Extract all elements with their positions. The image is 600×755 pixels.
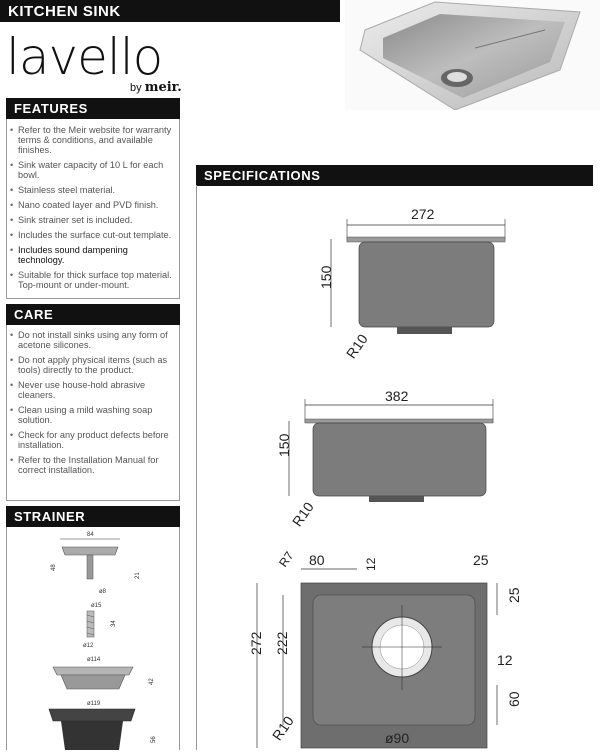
view3-d25b: 25 [506,587,522,603]
dim-42: 42 [149,678,155,685]
brand-by: by [130,82,142,94]
page-header: KITCHEN SINK [0,0,340,22]
dim-o12: ø12 [83,643,94,649]
care-title: CARE [6,304,180,325]
strainer-drawing: 84 48 21 ø8 ø15 34 ø12 ø114 42 ø119 56 [48,532,157,750]
dim-34: 34 [111,620,117,627]
features-list: Refer to the Meir website for warranty t… [7,119,179,290]
view2-height: 150 [276,433,292,457]
dim-o114: ø114 [87,657,101,663]
list-item: Sink water capacity of 10 L for each bow… [9,160,175,180]
dim-o15: ø15 [91,603,102,609]
view1-radius: R10 [343,331,371,361]
view3-d222: 222 [274,631,290,655]
list-item: Check for any product defects before ins… [9,430,175,450]
product-photo [345,0,600,110]
list-item: Stainless steel material. [9,185,175,195]
view3-corner: R7 [276,549,296,570]
view1-height: 150 [318,265,334,289]
dim-o8: ø8 [99,589,107,595]
strainer-title: STRAINER [6,506,180,527]
view3-d25a: 25 [473,552,489,568]
care-list: Do not install sinks using any form of a… [7,325,179,475]
brand-byline: by meir. [130,80,182,95]
list-item: Includes sound dampening technology. [9,245,175,265]
specifications-box: 272 150 R10 382 150 R10 [196,185,600,750]
list-item: Refer to the Installation Manual for cor… [9,455,175,475]
list-item: Do not install sinks using any form of a… [9,330,175,350]
list-item: Never use house-hold abrasive cleaners. [9,380,175,400]
view1-width: 272 [411,206,435,222]
list-item: Sink strainer set is included. [9,215,175,225]
dim-o119: ø119 [87,701,101,707]
care-box: Do not install sinks using any form of a… [6,325,180,501]
view3-radius: R10 [269,713,297,743]
list-item: Refer to the Meir website for warranty t… [9,125,175,155]
dim-48: 48 [51,564,57,571]
view2-width: 382 [385,388,409,404]
view3-d60: 60 [506,691,522,707]
brand-logo: lavello [6,28,163,86]
list-item: Do not apply physical items (such as too… [9,355,175,375]
view3-d12b: 12 [497,652,513,668]
header-title: KITCHEN SINK [8,3,121,20]
dim-21: 21 [135,572,141,579]
view3-d12a: 12 [364,557,378,571]
features-title: FEATURES [6,98,180,119]
view3-drain: ø90 [385,730,409,746]
features-box: Refer to the Meir website for warranty t… [6,119,180,299]
strainer-box: 84 48 21 ø8 ø15 34 ø12 ø114 42 ø119 56 [6,527,180,750]
list-item: Nano coated layer and PVD finish. [9,200,175,210]
view2-radius: R10 [289,499,317,529]
specifications-title: SPECIFICATIONS [196,165,593,186]
dim-56: 56 [151,736,157,743]
view3-d272: 272 [248,631,264,655]
list-item: Includes the surface cut-out template. [9,230,175,240]
dim-84: 84 [87,532,94,538]
list-item: Suitable for thick surface top material.… [9,270,175,290]
brand-maker: meir. [144,80,182,95]
list-item: Clean using a mild washing soap solution… [9,405,175,425]
view3-d80: 80 [309,552,325,568]
specifications-drawing: 272 150 R10 382 150 R10 [248,206,522,749]
